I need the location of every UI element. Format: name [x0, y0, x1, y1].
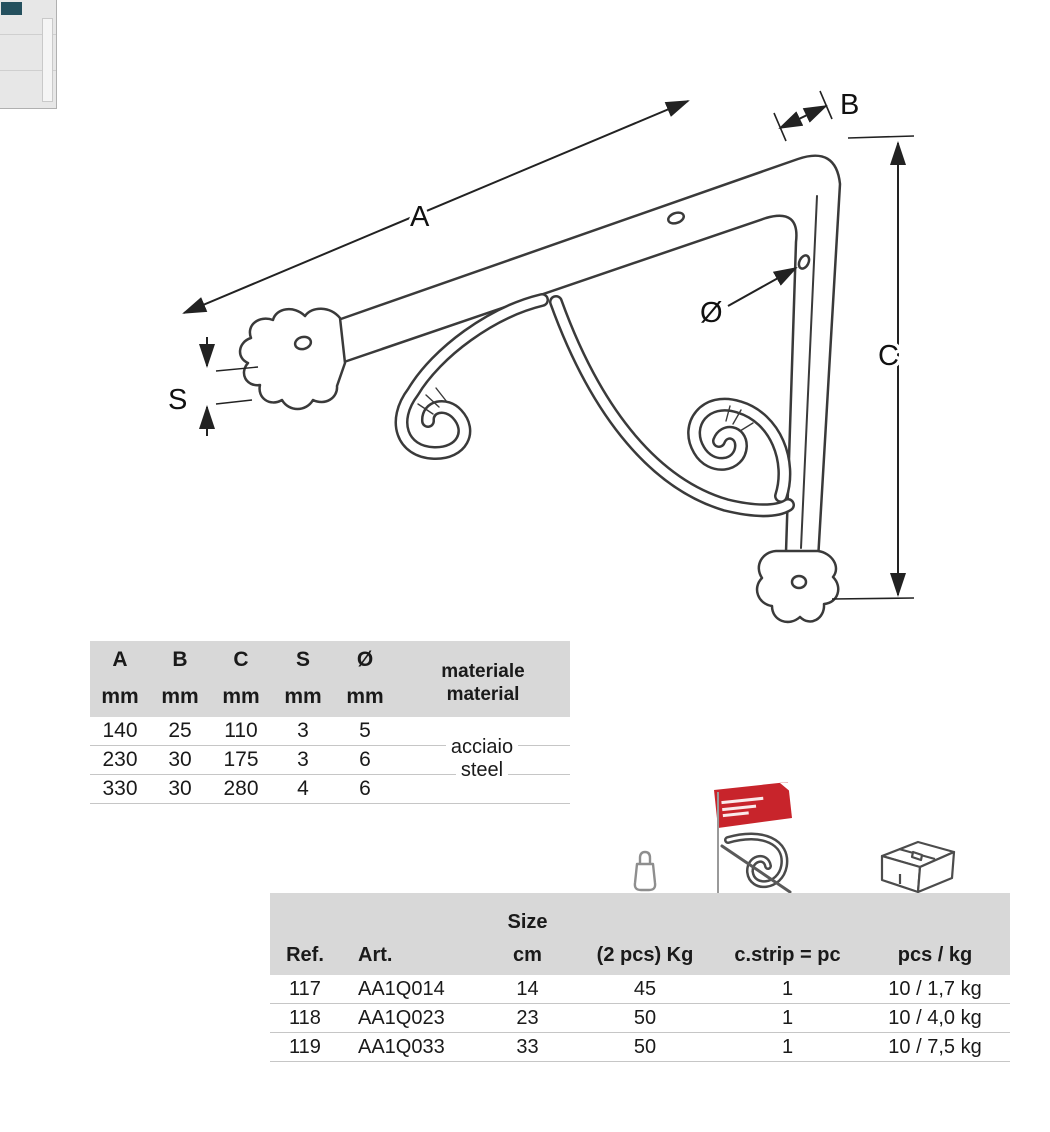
- weight-icon: [633, 850, 657, 892]
- header-art: Art.: [358, 944, 393, 966]
- material-cell: acciaio steel: [394, 717, 570, 801]
- header-weight: (2 pcs) Kg: [596, 944, 694, 966]
- dimension-table-body: 140 25 110 3 5 230 30 175 3 6 330 30 280…: [90, 717, 570, 804]
- product-photo: [714, 782, 792, 894]
- table-row: 330 30 280 4 6: [90, 775, 570, 804]
- viewer-panel-fragment: [0, 0, 57, 109]
- dim-col-s: S mm: [284, 648, 322, 708]
- panel-divider: [0, 70, 56, 71]
- product-table: Ref. Art. Size cm (2 pcs) Kg c.strip = p…: [270, 893, 1010, 1062]
- header-ref: Ref.: [286, 944, 324, 966]
- panel-corner-swatch: [1, 2, 22, 15]
- header-strip: c.strip = pc: [734, 944, 841, 966]
- material-header: materiale material: [441, 660, 525, 705]
- scroll-ornament: [394, 293, 795, 518]
- dimension-lines: [182, 90, 915, 600]
- dimension-table: A mm B mm C mm S mm Ø mm materiale mater…: [90, 641, 570, 804]
- dim-col-c: C mm: [222, 648, 260, 708]
- table-row: 118 AA1Q023 23 50 1 10 / 4,0 kg: [270, 1004, 1010, 1033]
- header-size: Size cm: [507, 911, 548, 966]
- dim-col-b: B mm: [161, 648, 199, 708]
- carton-box-icon: [880, 840, 956, 894]
- dim-label-b: B: [840, 89, 859, 121]
- bracket-technical-drawing: A B C S Ø: [168, 89, 915, 624]
- table-row: 119 AA1Q033 33 50 1 10 / 7,5 kg: [270, 1033, 1010, 1062]
- table-row: 140 25 110 3 5: [90, 717, 570, 746]
- dim-col-a: A mm: [101, 648, 139, 708]
- header-pack: pcs / kg: [897, 944, 973, 966]
- dim-label-s: S: [168, 384, 187, 416]
- panel-divider: [0, 34, 56, 35]
- dim-label-a: A: [410, 201, 430, 233]
- table-row: 117 AA1Q014 14 45 1 10 / 1,7 kg: [270, 975, 1010, 1004]
- dim-col-diameter: Ø mm: [346, 648, 384, 708]
- product-table-header: Ref. Art. Size cm (2 pcs) Kg c.strip = p…: [270, 893, 1010, 975]
- scrollbar-track[interactable]: [42, 18, 53, 102]
- table-row: 230 30 175 3 6: [90, 746, 570, 775]
- bracket-photo-curl: [720, 832, 792, 894]
- dimension-table-header: A mm B mm C mm S mm Ø mm materiale mater…: [90, 641, 570, 717]
- photo-edge-line: [717, 792, 719, 975]
- dim-label-diameter: Ø: [700, 297, 723, 329]
- dim-label-c: C: [878, 340, 899, 372]
